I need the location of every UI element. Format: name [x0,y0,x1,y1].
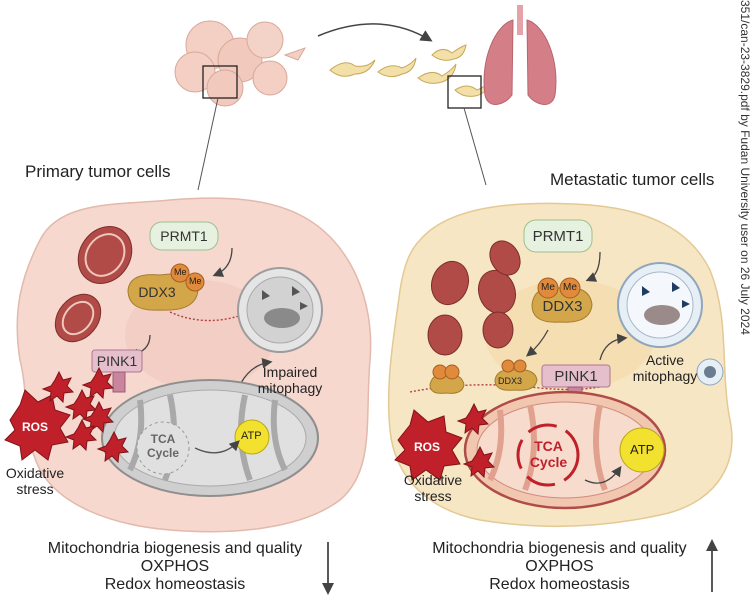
primary-tumor-cluster [174,20,307,107]
primary-pink1-label: PINK1 [96,353,138,369]
active-mitophagy-label: Active mitophagy [632,352,698,384]
primary-stress-label: Oxidative stress [5,465,65,497]
metastatic-ros-label: ROS [414,440,441,454]
metastatic-bottom-line-3: Redox homeostasis [489,576,630,593]
primary-zoom-box [202,65,238,99]
metastatic-prmt1-box [523,219,593,253]
primary-prmt1-box [149,221,219,251]
metastatic-active-mitochondrion [463,390,667,510]
lungs-icon [483,5,557,105]
small-ddx3-complexes [429,359,538,394]
metastatic-me-label-2: Me [563,282,577,293]
metastatic-ddx3-label: DDX3 [542,298,583,315]
primary-tca-label: TCA Cycle [146,432,180,460]
metastatic-me-label-1: Me [541,282,555,293]
primary-mitochondria-small [54,226,133,343]
primary-ros-label: ROS [22,420,49,434]
primary-ros-burst [4,366,130,464]
metastatic-pink1-label: PINK1 [554,368,598,385]
metastatic-tca-label: TCA Cycle [529,438,568,470]
metastatic-mitochondria-small [427,240,521,356]
primary-bottom-line-2: OXPHOS [140,558,210,575]
primary-bottom-line-3: Redox homeostasis [104,576,246,593]
primary-me-label-1: Me [174,267,187,277]
impaired-mitophagy-label: Impaired mitophagy [257,364,323,396]
primary-impaired-mitochondrion [101,379,319,497]
metastatic-prmt1-label: PRMT1 [532,228,584,245]
metastatic-bottom-line-2: OXPHOS [525,558,594,575]
download-watermark: 351/can-23-3829.pdf by Fudan University … [738,0,752,335]
primary-ddx3-label: DDX3 [138,284,176,300]
metastatic-ddx3-small-label: DDX3 [498,376,523,386]
active-mitophagy-vesicle [617,262,724,386]
impaired-mitophagy-vesicle [237,267,323,353]
primary-bottom-line-1: Mitochondria biogenesis and quality [47,540,303,557]
migrating-cells [329,44,492,97]
metastatic-stress-label: Oxidative stress [403,472,463,504]
metastatic-panel-title: Metastatic tumor cells [550,170,715,189]
metastatic-ros-burst [394,402,496,481]
metastatic-bottom-line-1: Mitochondria biogenesis and quality [432,540,687,557]
primary-atp-label: ATP [241,430,262,442]
metastatic-atp-label: ATP [630,442,655,457]
primary-panel-title: Primary tumor cells [25,162,171,181]
primary-prmt1-label: PRMT1 [160,228,208,244]
primary-me-label-2: Me [189,276,202,286]
